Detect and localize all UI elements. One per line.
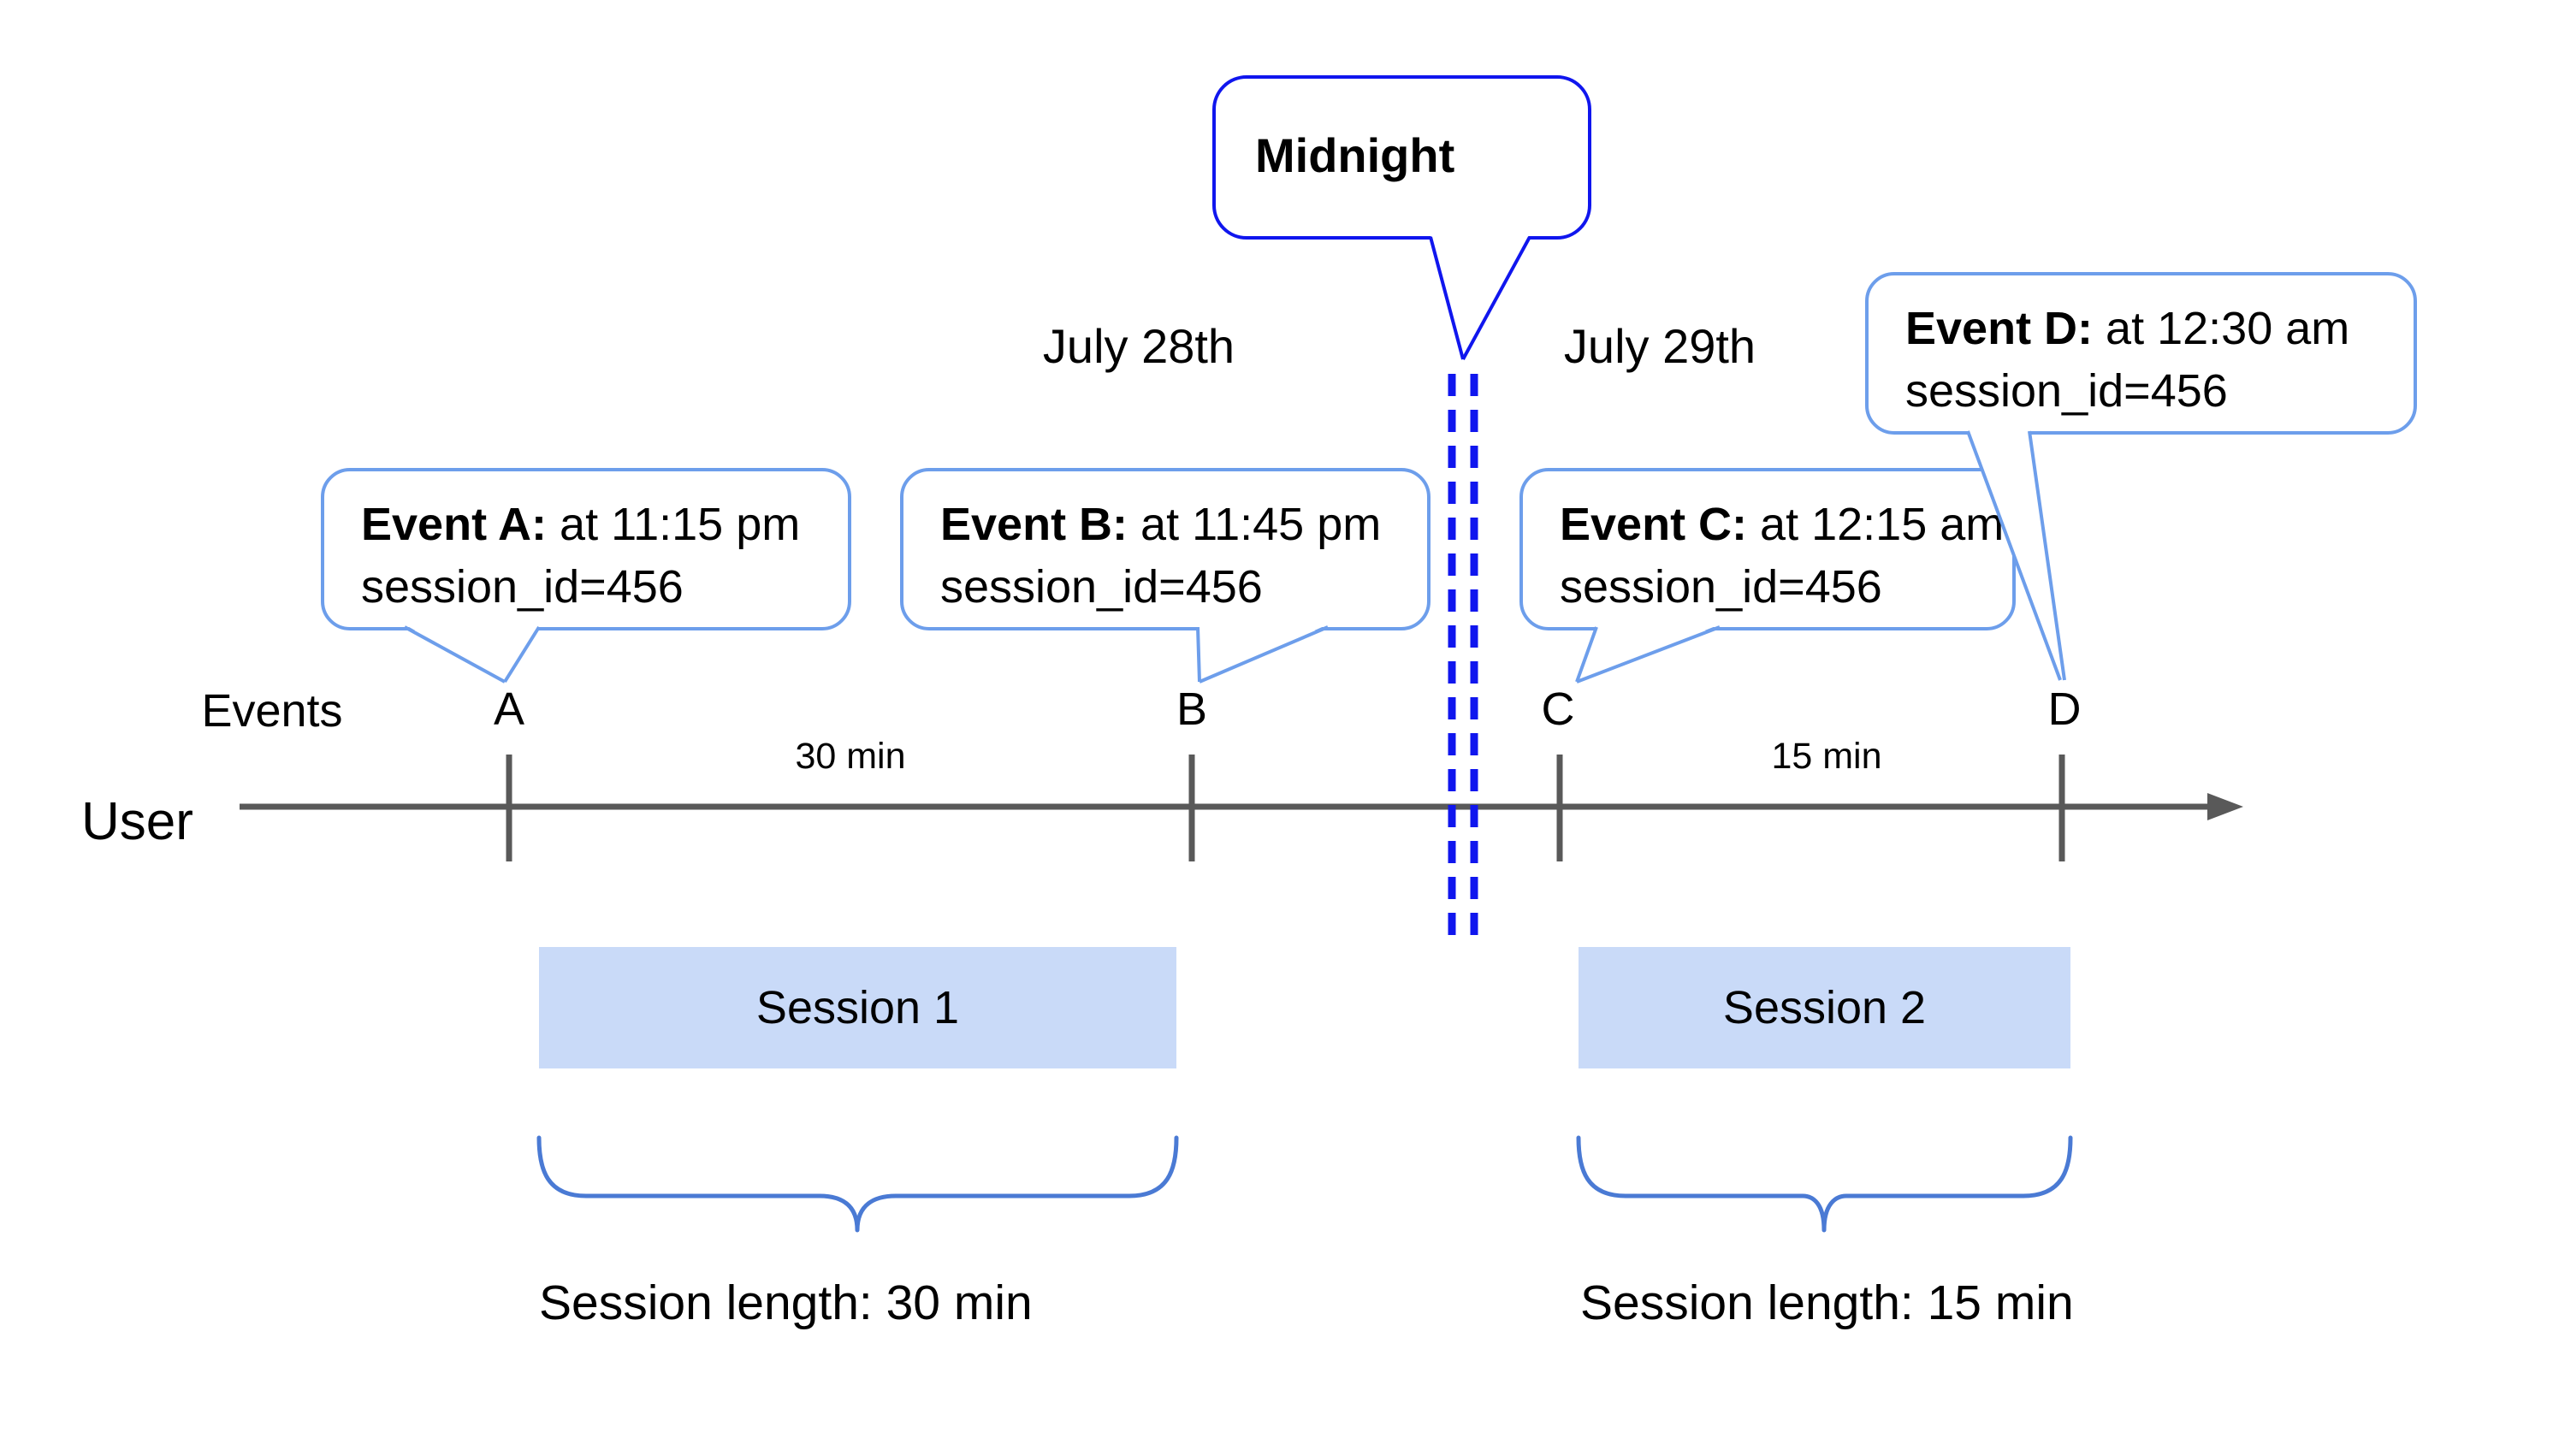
event-d-title: Event D: bbox=[1905, 303, 2094, 354]
session1-box: Session 1 bbox=[539, 947, 1176, 1068]
session2-length-label: Session length: 15 min bbox=[1580, 1275, 2074, 1330]
event-b-title: Event B: bbox=[940, 499, 1128, 550]
event-a-tail-right-edge bbox=[503, 625, 541, 684]
events-axis-label: Events bbox=[201, 685, 343, 737]
event-b-tail bbox=[1198, 624, 1328, 682]
event-c-tail-right-edge bbox=[1576, 625, 1721, 684]
tick-label-d: D bbox=[2047, 684, 2082, 735]
date-july-28: July 28th bbox=[1042, 319, 1235, 373]
event-c-session-id: session_id=456 bbox=[1560, 561, 1882, 613]
event-d-tail-right-edge bbox=[2028, 430, 2066, 681]
event-a-title: Event A: bbox=[361, 499, 548, 550]
session1-brace bbox=[536, 1135, 1179, 1233]
interval-15-min: 15 min bbox=[1771, 736, 1882, 777]
event-d-line1: Event D: at 12:30 am bbox=[1905, 298, 2396, 360]
event-b-tail-right-edge bbox=[1199, 625, 1329, 684]
date-july-29: July 29th bbox=[1563, 319, 1756, 373]
session1-box-label: Session 1 bbox=[755, 982, 960, 1033]
session2-box-label: Session 2 bbox=[1722, 982, 1927, 1033]
event-d-time: at 12:30 am bbox=[2093, 303, 2350, 354]
event-c-time: at 12:15 am bbox=[1747, 499, 2005, 550]
event-c-line1: Event C: at 12:15 am bbox=[1560, 494, 2004, 556]
event-b-line1: Event B: at 11:45 pm bbox=[940, 494, 1410, 556]
midnight-callout: Midnight bbox=[1212, 75, 1591, 240]
event-c-tail bbox=[1577, 624, 1720, 682]
axis-arrowhead-icon bbox=[2207, 793, 2243, 820]
tick-label-b: B bbox=[1176, 684, 1208, 735]
midnight-callout-text: Midnight bbox=[1255, 128, 1455, 182]
tick-label-a: A bbox=[493, 684, 525, 735]
session1-length-label: Session length: 30 min bbox=[539, 1275, 1033, 1330]
event-c-callout: Event C: at 12:15 am session_id=456 bbox=[1519, 468, 2016, 630]
midnight-tail-left-edge bbox=[1429, 236, 1465, 360]
event-a-callout: Event A: at 11:15 pm session_id=456 bbox=[321, 468, 851, 630]
event-d-session-id: session_id=456 bbox=[1905, 365, 2228, 417]
event-b-callout: Event B: at 11:45 pm session_id=456 bbox=[900, 468, 1431, 630]
event-b-tail-left-edge bbox=[1196, 626, 1201, 683]
event-c-title: Event C: bbox=[1560, 499, 1748, 550]
event-a-tail-left-edge bbox=[404, 625, 506, 684]
event-a-time: at 11:15 pm bbox=[547, 499, 801, 550]
event-b-session-id: session_id=456 bbox=[940, 561, 1263, 613]
event-b-time: at 11:45 pm bbox=[1128, 499, 1382, 550]
event-c-tail-left-edge bbox=[1575, 626, 1598, 683]
event-a-session-id: session_id=456 bbox=[361, 561, 684, 613]
session2-brace bbox=[1576, 1135, 2073, 1233]
session2-box: Session 2 bbox=[1579, 947, 2070, 1068]
event-d-callout: Event D: at 12:30 am session_id=456 bbox=[1865, 272, 2417, 435]
user-axis-label: User bbox=[81, 792, 193, 851]
interval-30-min: 30 min bbox=[795, 736, 906, 777]
tick-label-c: C bbox=[1541, 684, 1575, 735]
event-a-line1: Event A: at 11:15 pm bbox=[361, 494, 831, 556]
event-a-tail bbox=[405, 624, 539, 682]
